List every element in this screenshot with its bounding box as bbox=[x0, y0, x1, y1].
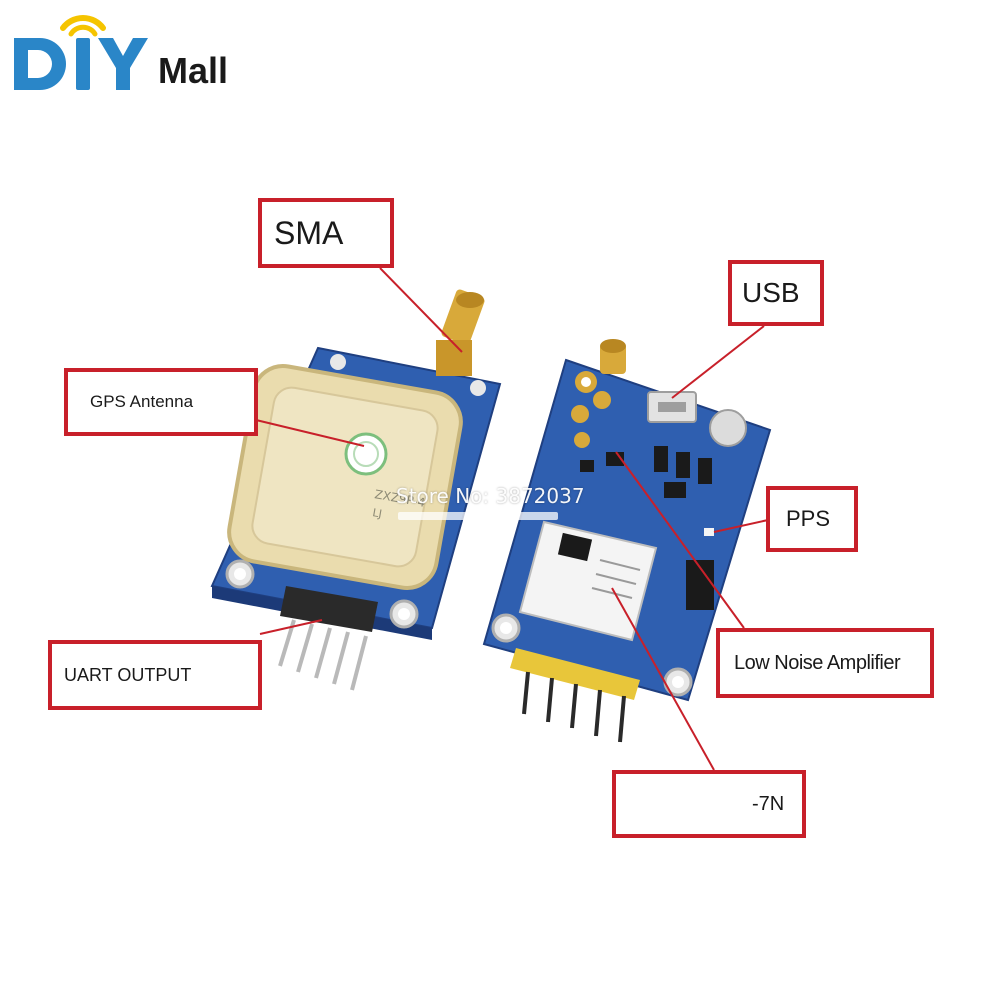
sma-leader-line bbox=[379, 267, 463, 353]
logo-suffix: Mall bbox=[158, 50, 229, 91]
diymall-logo-mark bbox=[14, 15, 148, 90]
callout-pps-label: PPS bbox=[786, 506, 831, 531]
callout-usb: USB bbox=[728, 260, 824, 326]
diymall-logo: Mall bbox=[8, 8, 248, 98]
watermark-underline bbox=[398, 512, 558, 520]
gps-antenna-leader-line bbox=[255, 419, 365, 447]
chip-7n-leader-line bbox=[611, 587, 715, 771]
uart-output-leader-line bbox=[259, 619, 323, 635]
store-watermark: Store No: 3872037 bbox=[396, 484, 585, 508]
callout-chip-7n: -7N bbox=[612, 770, 806, 838]
antenna-marking-sub: LJ bbox=[371, 506, 382, 520]
lna-leader-line bbox=[615, 451, 745, 629]
usb-leader-line bbox=[671, 325, 765, 399]
callout-usb-label: USB bbox=[742, 277, 800, 308]
callout-low-noise-amplifier-label: Low Noise Amplifier bbox=[734, 651, 901, 674]
pps-leader-line bbox=[713, 519, 769, 533]
callout-chip-7n-label: -7N bbox=[752, 792, 785, 815]
callout-gps-antenna-label: GPS Antenna bbox=[90, 392, 194, 411]
callout-leader-lines bbox=[255, 267, 769, 771]
right-gps-module bbox=[482, 339, 772, 743]
callout-sma: SMA bbox=[258, 198, 394, 268]
callout-gps-antenna: GPS Antenna bbox=[64, 368, 258, 436]
callout-uart-output-label: UART OUTPUT bbox=[64, 664, 192, 685]
callout-pps: PPS bbox=[766, 486, 858, 552]
callout-sma-label: SMA bbox=[274, 214, 344, 251]
callout-low-noise-amplifier: Low Noise Amplifier bbox=[716, 628, 934, 698]
callout-uart-output: UART OUTPUT bbox=[48, 640, 262, 710]
